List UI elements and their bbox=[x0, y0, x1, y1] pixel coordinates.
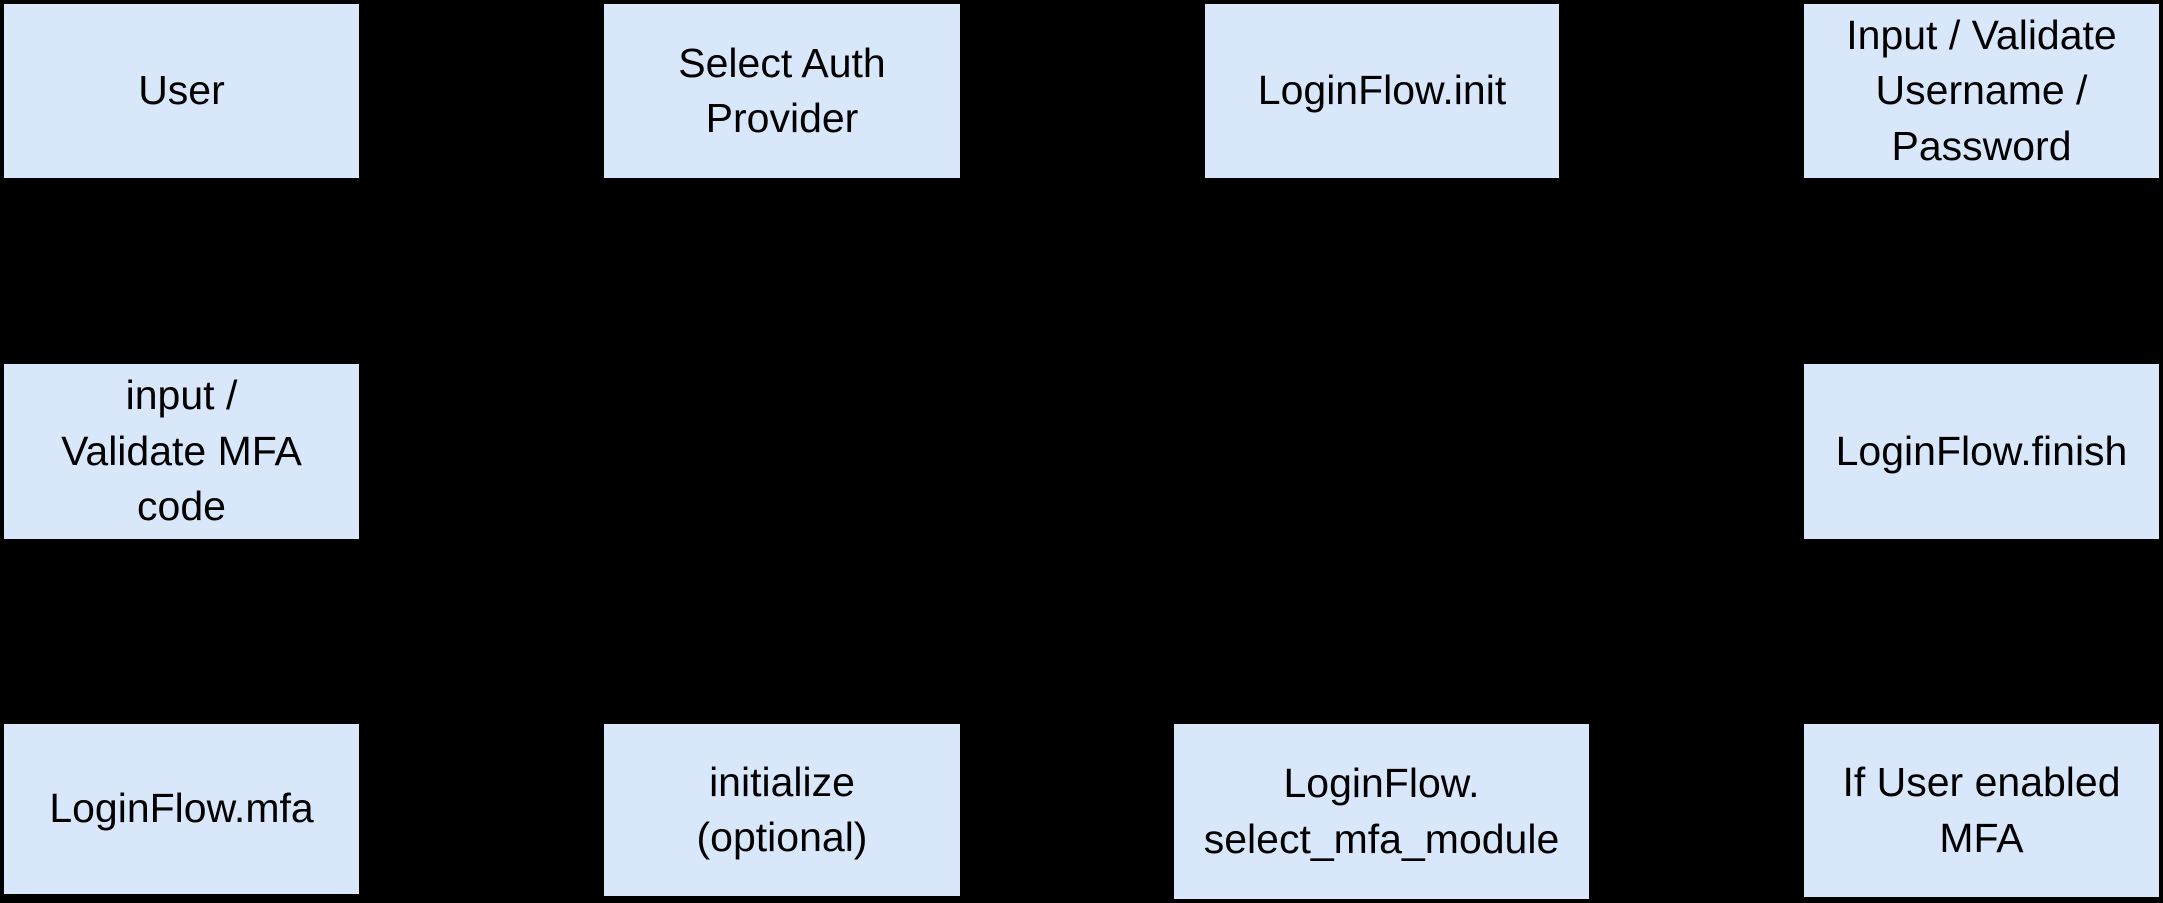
node-input-validate-username-password: Input / Validate Username / Password bbox=[1803, 3, 2160, 179]
node-loginflow-finish: LoginFlow.finish bbox=[1803, 363, 2160, 540]
node-initialize-optional: initialize (optional) bbox=[603, 723, 961, 897]
node-input-validate-mfa-code: input / Validate MFA code bbox=[3, 363, 360, 540]
node-loginflow-mfa: LoginFlow.mfa bbox=[3, 723, 360, 895]
node-loginflow-select-mfa-module: LoginFlow. select_mfa_module bbox=[1173, 723, 1590, 900]
node-user: User bbox=[3, 3, 360, 179]
node-loginflow-init: LoginFlow.init bbox=[1204, 3, 1560, 179]
node-select-auth-provider: Select Auth Provider bbox=[603, 3, 961, 179]
node-if-user-enabled-mfa: If User enabled MFA bbox=[1803, 723, 2160, 898]
